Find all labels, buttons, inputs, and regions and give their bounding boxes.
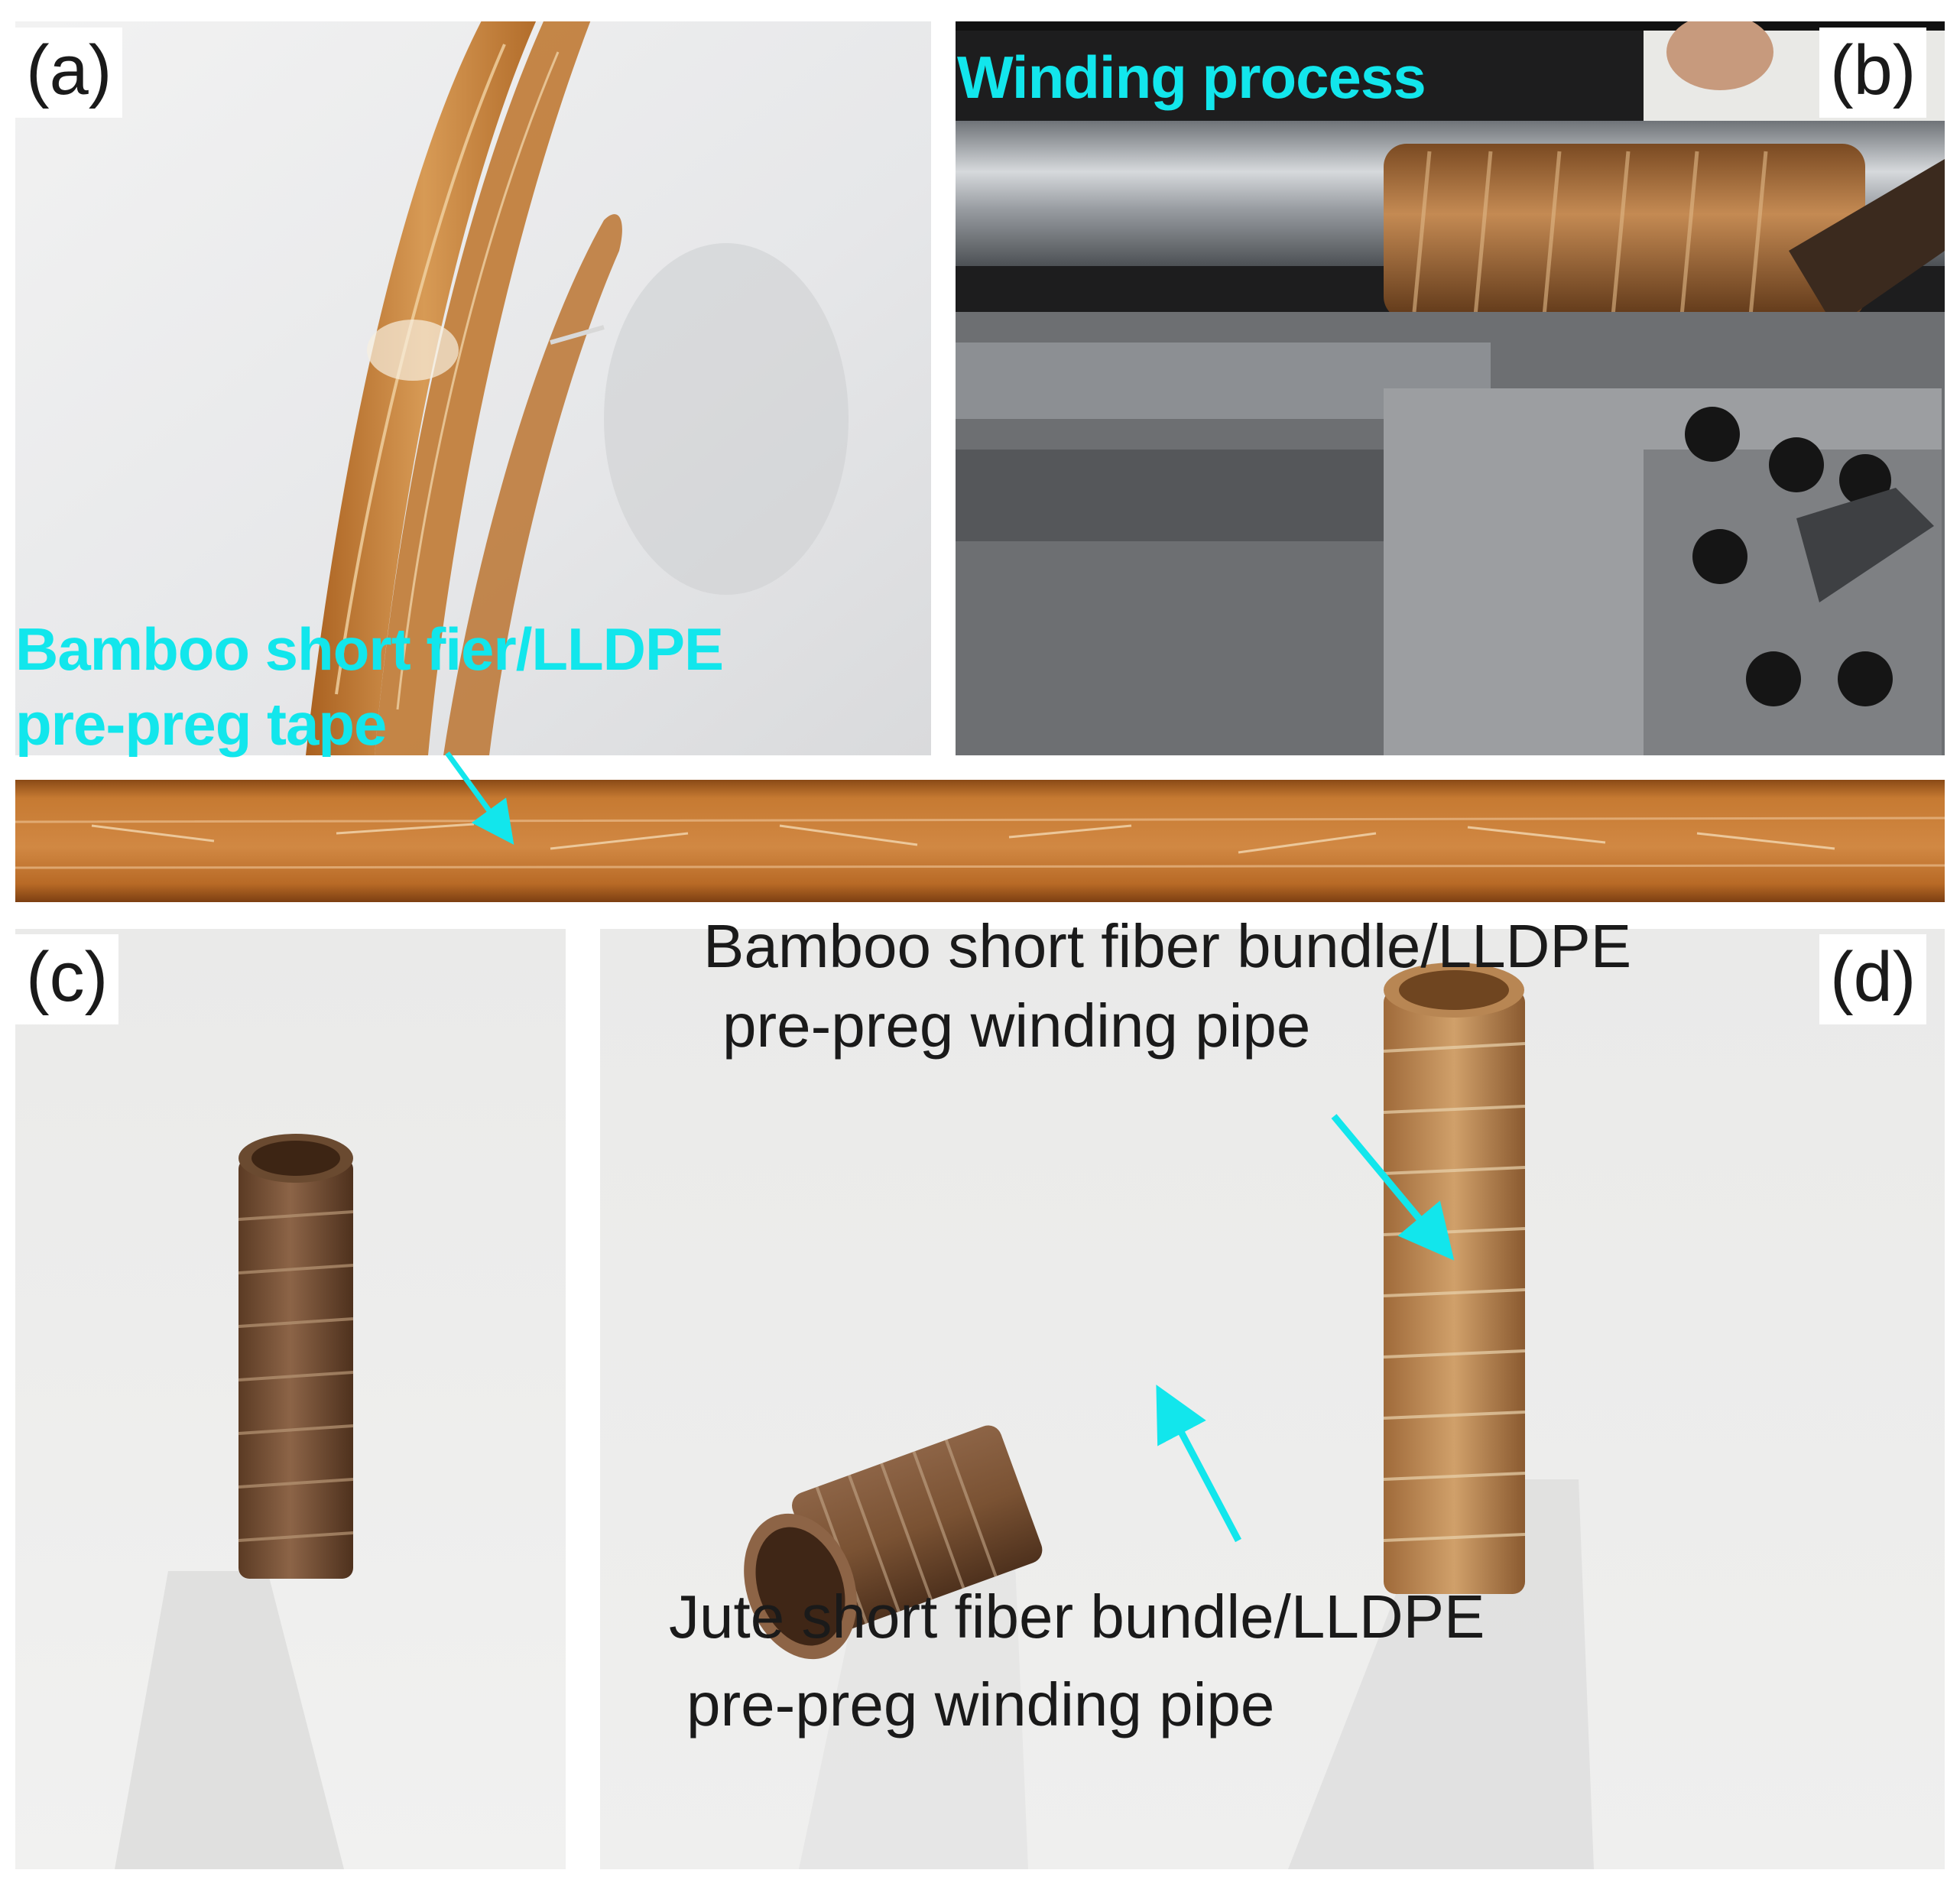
coiled-tape-image	[15, 21, 931, 755]
winding-process-caption: Winding process	[957, 44, 1426, 111]
bamboo-pipe-annotation-line1: Bamboo short fiber bundle/LLDPE	[703, 912, 1632, 980]
jute-pipe-annotation-line2: pre-preg winding pipe	[686, 1670, 1275, 1739]
panel-label-d: (d)	[1819, 934, 1927, 1024]
tape-annotation-line1: Bamboo short fier/LLDPE	[15, 615, 724, 683]
panel-label-b: (b)	[1819, 28, 1927, 118]
panel-b-photo	[956, 21, 1945, 755]
panel-label-c: (c)	[15, 934, 119, 1024]
jute-pipe-standing-image	[15, 929, 566, 1869]
tape-annotation-line2: pre-preg tape	[15, 690, 387, 758]
tape-strip-photo	[15, 780, 1945, 902]
panel-c-photo	[15, 929, 566, 1869]
jute-pipe-annotation-line1: Jute short fiber bundle/LLDPE	[669, 1583, 1485, 1651]
panel-d-photo	[600, 929, 1945, 1869]
winding-machine-image	[956, 21, 1945, 755]
straight-tape-image	[15, 780, 1945, 902]
two-pipes-image	[600, 929, 1945, 1869]
panel-a-photo	[15, 21, 931, 755]
bamboo-pipe-annotation-line2: pre-preg winding pipe	[722, 992, 1311, 1060]
panel-label-a: (a)	[15, 28, 123, 118]
